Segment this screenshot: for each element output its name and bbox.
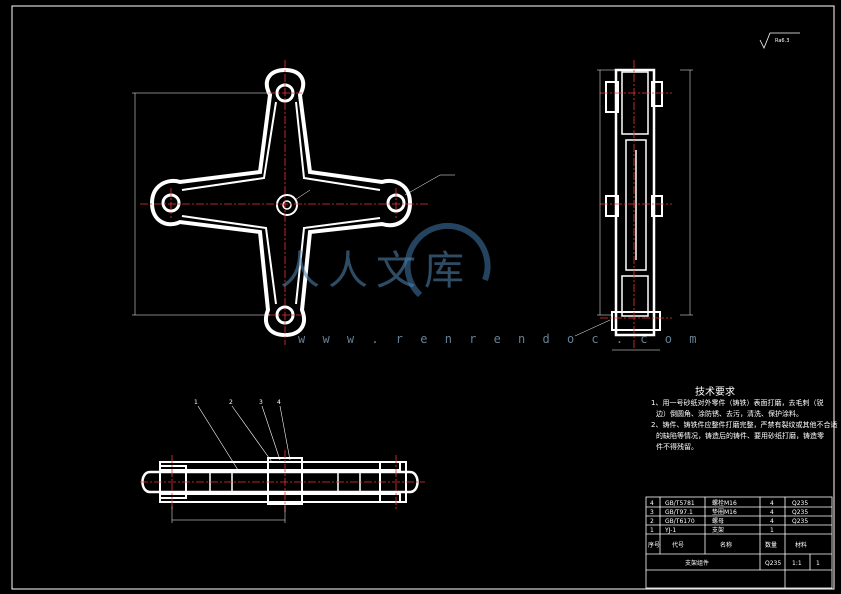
front-view-dimensions xyxy=(132,92,455,316)
bom-row-code: YJ-1 xyxy=(664,527,676,534)
balloon-1: 1 xyxy=(194,399,198,406)
bom-row-no: 3 xyxy=(650,509,654,516)
title-sheet: 1 xyxy=(816,560,820,567)
tech-line-1: 1、用一号砂纸对外零件（铸铁）表面打磨，去毛刺（锐 xyxy=(651,399,824,407)
top-view-dimensions xyxy=(171,505,286,523)
tech-line-4: 的缺陷等情况，铸造后的铸件、要用砂纸打磨，铸造零 xyxy=(656,432,824,440)
side-view xyxy=(605,68,663,337)
bom-row-mat: Q235 xyxy=(792,518,808,525)
bom-row-qty: 1 xyxy=(770,527,774,534)
side-view-dimensions xyxy=(574,69,693,351)
bom-row-no: 2 xyxy=(650,518,654,525)
bom-row-code: GB/T6170 xyxy=(665,518,695,525)
cross-inner-outline xyxy=(181,101,381,305)
bom-row-qty: 4 xyxy=(770,500,774,507)
bom-row-code: GB/T5781 xyxy=(665,500,695,507)
cross-outline xyxy=(149,67,413,338)
bom-row-mat: Q235 xyxy=(792,509,808,516)
sheet-border xyxy=(11,5,835,590)
bom-header-mat: 材料 xyxy=(795,541,807,549)
front-view-centerlines xyxy=(140,60,430,345)
roughness-value: Ra6.3 xyxy=(775,38,789,44)
bom-table-grid xyxy=(645,496,833,589)
title-material: Q235 xyxy=(765,560,781,567)
bom-header-no: 序号 xyxy=(648,541,660,549)
tech-line-5: 件不得残留。 xyxy=(656,443,698,451)
bom-row-name: 螺母 xyxy=(712,517,724,525)
hole-center xyxy=(276,194,298,216)
side-view-centerlines xyxy=(600,60,672,350)
side-view-body xyxy=(614,68,656,337)
bom-row-name: 螺栓M16 xyxy=(712,499,737,507)
bom-row-code: GB/T97.1 xyxy=(665,509,693,516)
bom-header-qty: 数量 xyxy=(765,541,777,549)
balloon-2: 2 xyxy=(229,399,233,406)
bom-header-name: 名称 xyxy=(720,541,732,549)
bom-row-name: 支架 xyxy=(712,526,724,534)
tech-requirements-title: 技术要求 xyxy=(695,387,735,398)
bom-row-qty: 4 xyxy=(770,509,774,516)
part-leaders xyxy=(197,405,291,471)
bom-row-qty: 4 xyxy=(770,518,774,525)
bom-row-no: 4 xyxy=(650,500,654,507)
bom-header-code: 代号 xyxy=(672,541,684,549)
top-view-centerlines xyxy=(140,450,425,512)
watermark-logo-mark xyxy=(404,223,491,298)
title-drawing-name: 支架组件 xyxy=(685,559,709,567)
title-scale: 1:1 xyxy=(792,560,802,567)
tech-line-2: 边）倒圆角、涂防锈、去污，清洗、保护涂料。 xyxy=(656,410,803,418)
top-view-body xyxy=(141,470,419,494)
watermark-url: w w w . r e n r e n d o c . c o m xyxy=(298,332,702,346)
surface-roughness-symbol xyxy=(759,32,800,49)
top-view xyxy=(141,457,419,505)
balloon-4: 4 xyxy=(277,399,281,406)
watermark-logo-text: 人人文库 xyxy=(280,248,472,294)
balloon-3: 3 xyxy=(259,399,263,406)
bom-row-mat: Q235 xyxy=(792,500,808,507)
bom-rows: 4 GB/T5781 螺栓M16 4 Q235 3 GB/T97.1 垫圈M16… xyxy=(648,499,820,567)
tech-line-3: 2、铸件、铸铁件应整件打磨完整，严禁有裂纹或其他不合适 xyxy=(651,421,838,429)
hole-center-inner xyxy=(282,200,292,210)
bom-row-name: 垫圈M16 xyxy=(712,508,737,516)
bom-row-no: 1 xyxy=(650,527,654,534)
